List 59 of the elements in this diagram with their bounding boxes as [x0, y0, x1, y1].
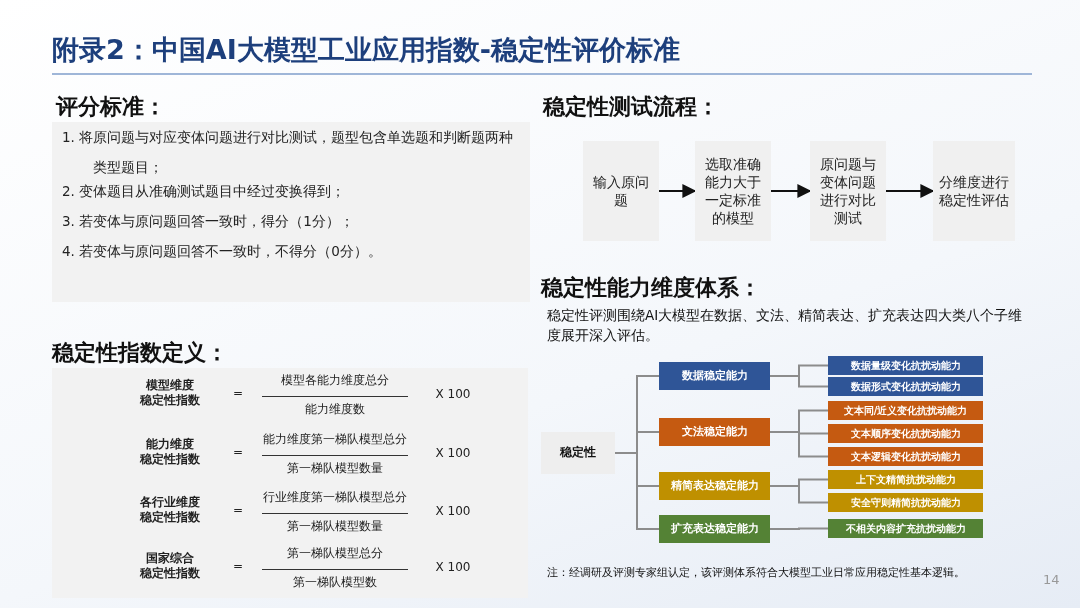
- denominator-text: 第一梯队模型数量: [286, 519, 384, 534]
- equals-sign: =: [231, 445, 245, 460]
- dimension-box: 文法稳定能力: [659, 418, 770, 446]
- sub-dimension-box: 不相关内容扩充抗扰动能力: [828, 519, 983, 538]
- slide-title: 附录2：中国AI大模型工业应用指数-稳定性评价标准: [52, 33, 680, 67]
- arrow: [658, 184, 697, 198]
- denominator-text: 第一梯队模型数量: [286, 461, 384, 476]
- multiplier-text: X 100: [434, 504, 472, 519]
- denominator-text: 第一梯队模型数: [292, 575, 378, 590]
- arrow: [885, 184, 935, 198]
- numerator-text: 模型各能力维度总分: [280, 373, 390, 388]
- formula-term: 稳定性指数: [139, 510, 201, 525]
- section-heading: 稳定性测试流程：: [543, 93, 719, 121]
- numerator-text: 行业维度第一梯队模型总分: [262, 490, 408, 505]
- sub-dimension-box: 文本逻辑变化抗扰动能力: [828, 447, 983, 466]
- formula-term: 稳定性指数: [139, 393, 201, 408]
- numerator-text: 第一梯队模型总分: [286, 546, 384, 561]
- equals-sign: =: [231, 503, 245, 518]
- formula-term: 稳定性指数: [139, 566, 201, 581]
- multiplier-text: X 100: [434, 446, 472, 461]
- connector-line: [614, 452, 660, 530]
- root-box: 稳定性: [541, 432, 615, 474]
- list-item: 3. 若变体与原问题回答一致时，得分（1分）；: [62, 212, 355, 231]
- connector-line: [769, 527, 829, 530]
- page-number: 14: [1043, 572, 1060, 587]
- list-item: 2. 变体题目从准确测试题目中经过变换得到；: [62, 182, 347, 201]
- sub-dimension-box: 文本顺序变化抗扰动能力: [828, 424, 983, 443]
- section-heading: 稳定性能力维度体系：: [541, 274, 761, 302]
- sub-dimension-box: 安全守则精简抗扰动能力: [828, 493, 983, 512]
- section-heading: 稳定性指数定义：: [52, 339, 228, 367]
- sub-dimension-box: 上下文精简抗扰动能力: [828, 470, 983, 489]
- dimension-box: 扩充表达稳定能力: [659, 515, 770, 543]
- formula-term: 模型维度: [145, 378, 195, 393]
- formula-term: 各行业维度: [139, 495, 201, 510]
- section-heading: 评分标准：: [56, 93, 166, 121]
- list-item: 4. 若变体与原问题回答不一致时，不得分（0分）。: [62, 242, 383, 261]
- numerator-text: 能力维度第一梯队模型总分: [262, 432, 408, 447]
- description-text: 稳定性评测围绕AI大模型在数据、文法、精简表达、扩充表达四大类八个子维度展开深入评估。: [547, 306, 1024, 345]
- equals-sign: =: [231, 386, 245, 401]
- process-box: 分维度进行稳定性评估: [933, 141, 1015, 241]
- formula-term: 稳定性指数: [139, 452, 201, 467]
- process-box: 输入原问题: [583, 141, 659, 241]
- sub-dimension-box: 文本同/近义变化抗扰动能力: [828, 401, 983, 420]
- sub-dimension-box: 数据量级变化抗扰动能力: [828, 356, 983, 375]
- equals-sign: =: [231, 559, 245, 574]
- footnote: 注：经调研及评测专家组认定，该评测体系符合大模型工业日常应用稳定性基本逻辑。: [547, 565, 966, 581]
- process-box: 原问题与变体问题进行对比测试: [810, 141, 886, 241]
- sub-dimension-box: 数据形式变化抗扰动能力: [828, 377, 983, 396]
- dimension-box: 数据稳定能力: [659, 362, 770, 390]
- arrow: [770, 184, 812, 198]
- denominator-text: 能力维度数: [304, 402, 366, 417]
- process-box: 选取准确能力大于一定标准的模型: [695, 141, 771, 241]
- dimension-box: 精简表达稳定能力: [659, 472, 770, 500]
- multiplier-text: X 100: [434, 560, 472, 575]
- formula-term: 能力维度: [145, 437, 195, 452]
- formula-term: 国家综合: [145, 551, 195, 566]
- multiplier-text: X 100: [434, 387, 472, 402]
- list-item: 1. 将原问题与对应变体问题进行对比测试，题型包含单选题和判断题两种类型题目；: [62, 128, 515, 177]
- connector-line: [769, 431, 829, 458]
